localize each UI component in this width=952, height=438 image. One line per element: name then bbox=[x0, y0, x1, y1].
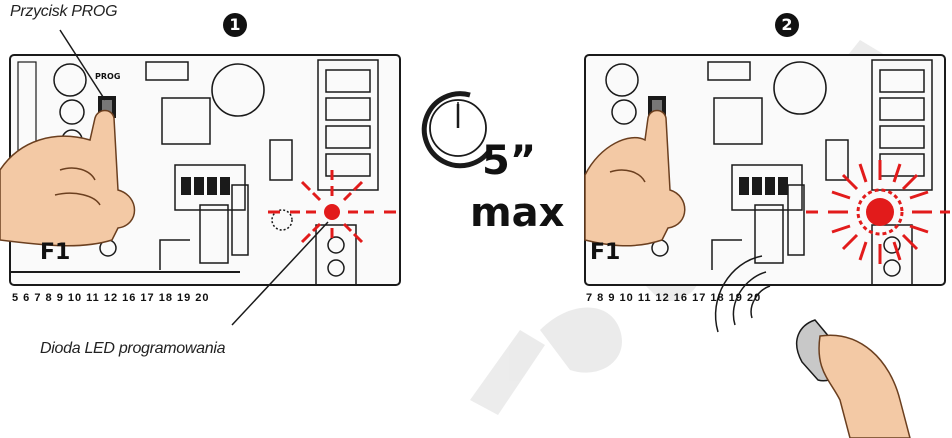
prog-button-label: Przycisk PROG bbox=[10, 3, 117, 21]
terminal-numbers-left: 5 6 7 8 9 10 11 12 16 17 18 19 20 bbox=[12, 292, 210, 304]
led-label: Dioda LED programowania bbox=[40, 340, 225, 358]
step-number-2: 2 bbox=[775, 13, 799, 37]
step-number-1: 1 bbox=[223, 13, 247, 37]
terminal-numbers-right: 7 8 9 10 11 12 16 17 18 19 20 bbox=[586, 292, 761, 304]
timer-max: max bbox=[470, 190, 564, 236]
f1-label-left: F1 bbox=[40, 240, 70, 265]
f1-label-right: F1 bbox=[590, 240, 620, 265]
clock-icon bbox=[424, 94, 490, 166]
timer-value: 5” bbox=[482, 138, 536, 184]
prog-board-label: PROG bbox=[95, 72, 120, 81]
